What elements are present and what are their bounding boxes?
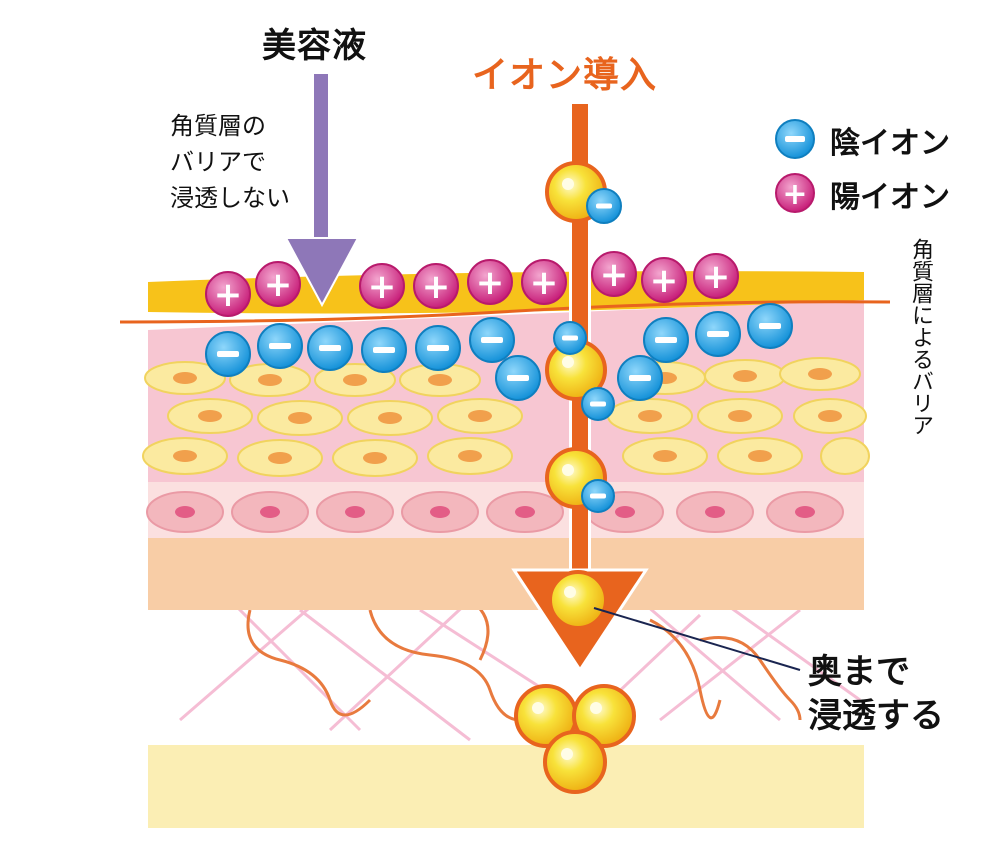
cation-ion: + <box>205 271 251 317</box>
svg-text:+: + <box>368 267 397 307</box>
anion-ion <box>695 311 741 357</box>
legend-anion-label: 陰イオン <box>830 126 950 161</box>
callout-line <box>593 607 801 671</box>
cation-row: + + + + + + + + + <box>205 251 739 317</box>
barrier-line <box>119 300 891 324</box>
svg-text:+: + <box>264 265 293 305</box>
anion-ion <box>747 303 793 349</box>
deep-line: 奥まで <box>808 652 910 692</box>
anion-ion <box>307 325 353 371</box>
deep-line: 浸透する <box>808 696 944 736</box>
ingredient-particle <box>572 684 636 748</box>
dermis-layer <box>148 532 864 610</box>
serum-label: 美容液 <box>262 26 367 66</box>
cation-ion: + <box>693 253 739 299</box>
svg-text:+: + <box>702 257 731 297</box>
barrier-label: 角質層によるバリア <box>908 238 933 436</box>
svg-text:+: + <box>600 255 629 295</box>
anion-ion <box>581 387 615 421</box>
anion-ion <box>581 479 615 513</box>
ingredient-particle <box>543 730 607 794</box>
anion-ion <box>415 325 461 371</box>
legend-cation: 陽イオン <box>772 172 950 216</box>
cation-ion: + <box>467 259 513 305</box>
svg-text:+: + <box>650 261 679 301</box>
deep-penetration-label: 奥まで 浸透する <box>808 650 944 738</box>
ion-introduction-label: イオン導入 <box>472 55 658 96</box>
anion-ion <box>553 321 587 355</box>
legend-anion: 陰イオン <box>772 118 950 162</box>
note-line: 浸透しない <box>170 184 290 212</box>
cation-ion: + <box>359 263 405 309</box>
no-penetration-note: 角質層の バリアで 浸透しない <box>170 108 330 216</box>
anion-ion <box>617 355 663 401</box>
svg-text:+: + <box>530 263 559 303</box>
anion-ion <box>643 317 689 363</box>
cation-ion: + <box>413 263 459 309</box>
svg-text:+: + <box>476 263 505 303</box>
note-line: 角質層の <box>170 112 266 140</box>
ingredient-particle <box>548 570 608 630</box>
dermis-fibers <box>179 588 861 742</box>
anion-ion <box>361 327 407 373</box>
anion-ion <box>257 323 303 369</box>
svg-text:+: + <box>214 275 243 315</box>
cation-ion: + <box>255 261 301 307</box>
anion-ion <box>495 355 541 401</box>
cation-ion: + <box>521 259 567 305</box>
anion-ion <box>469 317 515 363</box>
anion-ion <box>205 331 251 377</box>
svg-text:+: + <box>782 177 807 212</box>
cation-ion: + <box>641 257 687 303</box>
svg-text:+: + <box>422 267 451 307</box>
serum-arrow <box>284 74 360 308</box>
legend-anion-icon <box>775 119 815 159</box>
subcutis-layer <box>148 745 864 828</box>
cation-ion: + <box>591 251 637 297</box>
anion-row <box>205 303 793 401</box>
note-line: バリアで <box>170 148 266 176</box>
legend-cation-label: 陽イオン <box>830 180 950 215</box>
anion-ion <box>586 188 622 224</box>
attached-anions <box>553 188 622 513</box>
legend-cation-icon: + <box>775 173 815 213</box>
